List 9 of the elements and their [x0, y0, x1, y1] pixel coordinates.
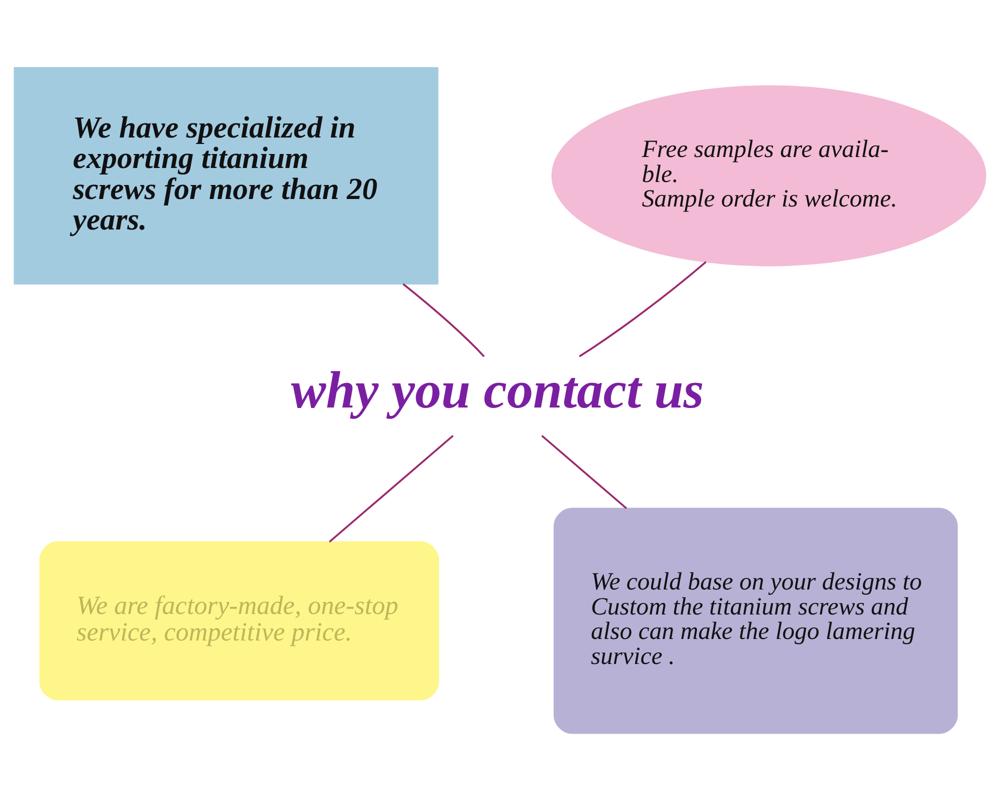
connector — [328, 434, 454, 542]
connector — [541, 434, 627, 509]
connector — [402, 282, 485, 357]
node-box: We are factory-made, one-stop service, competitive price. — [39, 540, 440, 700]
node-box: We have specialized in exporting titanium screws for more than 20 years. — [14, 66, 438, 284]
connector — [578, 260, 707, 357]
node-ellipse: Free samples are availa- ble. Sample order is welcome. — [551, 84, 986, 266]
node-box: We could base on your designs to Custom the titanium screws and also can make the logo lamering survice . — [554, 507, 958, 734]
node-text: why you contact us — [291, 361, 704, 420]
